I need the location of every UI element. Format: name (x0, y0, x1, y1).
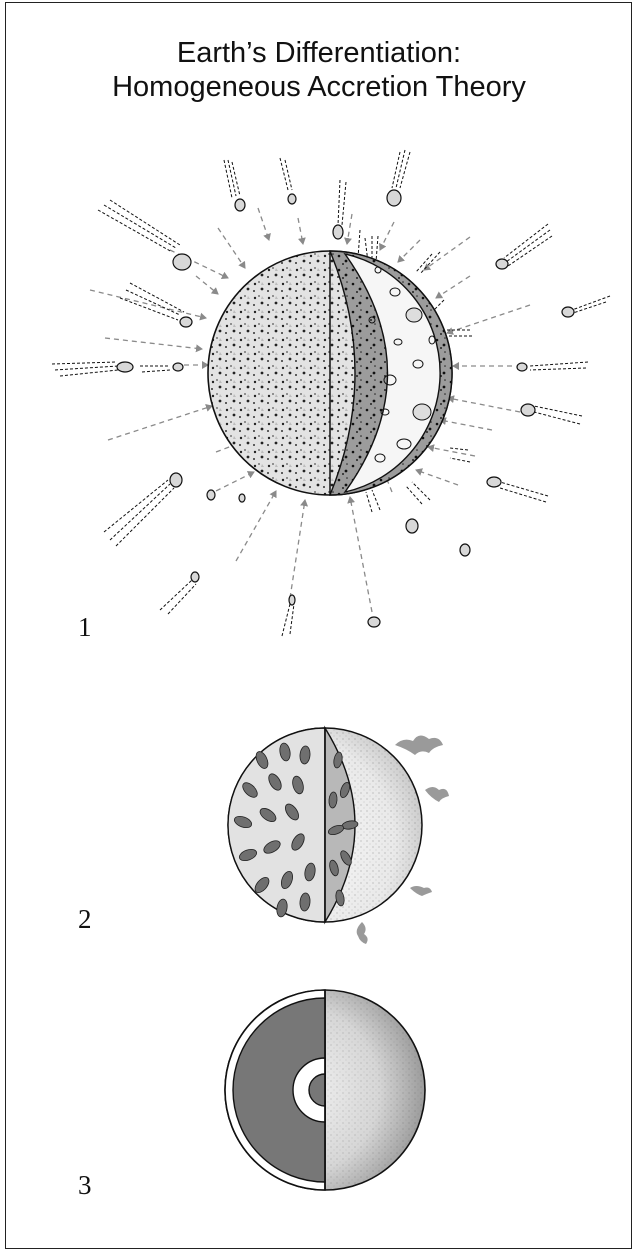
stage-3-number: 3 (78, 1170, 92, 1201)
stage-2-illustration (228, 728, 449, 944)
stage-2-number: 2 (78, 904, 92, 935)
stage-3-illustration (225, 990, 425, 1190)
proto-earth-sphere (208, 251, 452, 495)
stage-1-number: 1 (78, 612, 92, 643)
stage-1-illustration (52, 150, 610, 636)
